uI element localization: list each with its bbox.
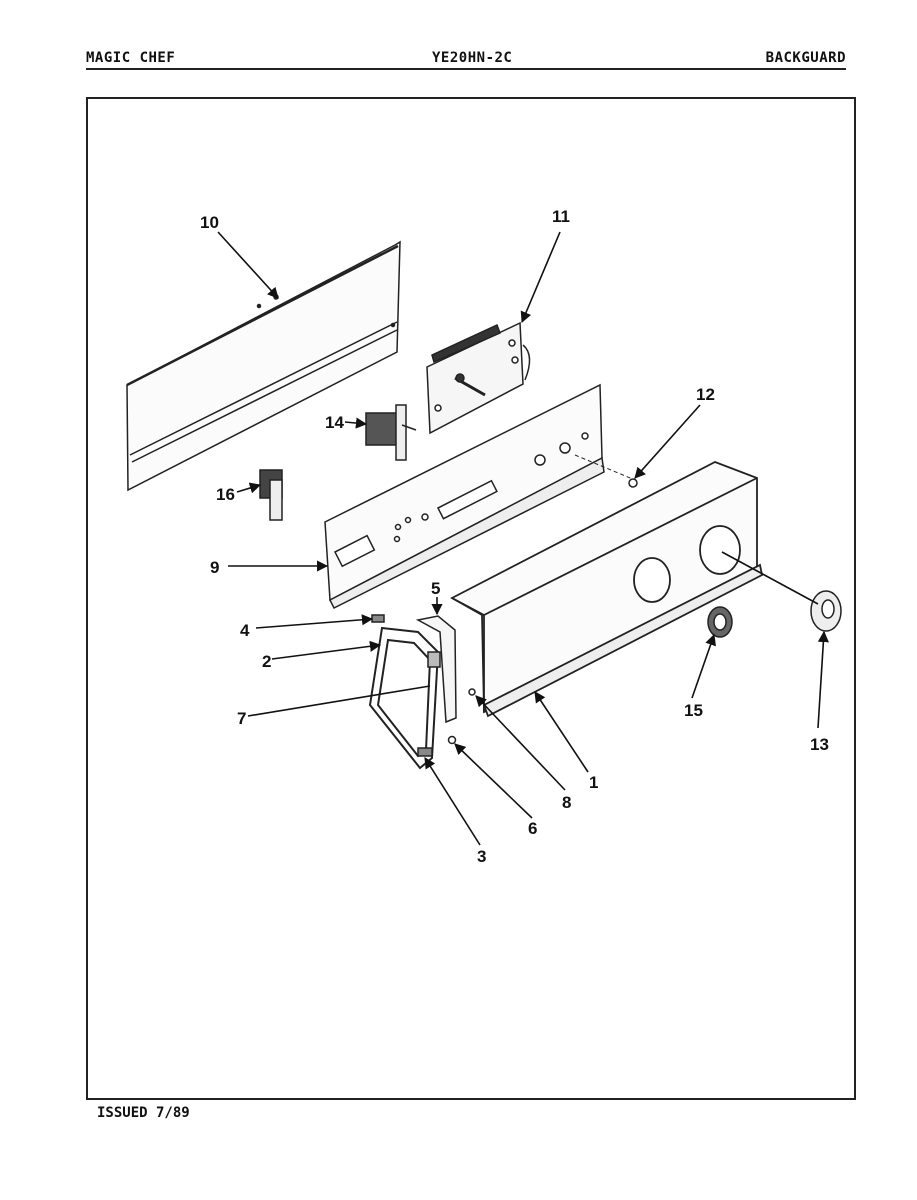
part-16-switch (259, 469, 283, 521)
diagram-frame (86, 97, 856, 1100)
callout-5: 5 (431, 579, 440, 598)
callout-13: 13 (810, 735, 829, 754)
callout-2: 2 (262, 652, 271, 671)
issued-date: ISSUED 7/89 (97, 1105, 190, 1121)
part-8-screw (468, 688, 476, 696)
part-4-clip (371, 614, 385, 623)
callout-1: 1 (589, 773, 598, 792)
part-9-control-panel (324, 383, 636, 610)
callout-14: 14 (325, 413, 344, 432)
part-5-trim-strip (415, 615, 457, 724)
header-model: YE20HN-2C (432, 50, 513, 66)
part-1-backguard-housing (450, 461, 764, 718)
callout-4: 4 (240, 621, 250, 640)
callout-12: 12 (696, 385, 715, 404)
callout-6: 6 (528, 819, 537, 838)
header-brand: MAGIC CHEF (86, 50, 176, 66)
part-14-switch (365, 404, 417, 461)
callout-9: 9 (210, 558, 219, 577)
leader-lines (217, 231, 829, 846)
part-13-knob (810, 590, 842, 632)
callout-7: 7 (237, 709, 246, 728)
part-15-knob (707, 606, 733, 638)
part-7-bracket (427, 651, 441, 668)
part-2-end-cap (368, 626, 440, 770)
callout-8: 8 (562, 793, 571, 812)
callout-16: 16 (216, 485, 235, 504)
callout-15: 15 (684, 701, 703, 720)
callout-10: 10 (200, 213, 219, 232)
header-section: BACKGUARD (765, 50, 846, 66)
callout-3: 3 (477, 847, 486, 866)
part-10-rear-cover-panel (126, 240, 401, 492)
part-11-timer-assembly (426, 321, 531, 435)
part-12-screw (628, 478, 638, 488)
part-6-screw (447, 735, 457, 745)
part-3-clip (417, 747, 433, 757)
callout-11: 11 (552, 207, 570, 226)
header-rule (86, 68, 846, 70)
